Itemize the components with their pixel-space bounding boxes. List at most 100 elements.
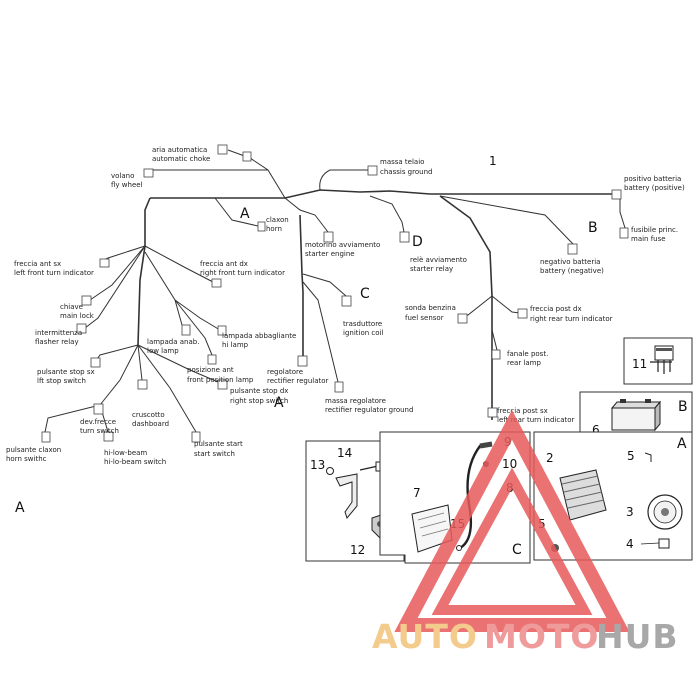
- label-automatic-choke-en: automatic choke: [152, 155, 210, 163]
- left-front-turn-connector: [99, 258, 110, 268]
- turn-switch-connector: [93, 403, 104, 415]
- section-letters: A B C D A A 1: [15, 154, 598, 516]
- label-left-rear-turn-en: left rear turn indicator: [497, 416, 575, 424]
- watermark-hub: HUB: [596, 617, 679, 656]
- label-main-lock-en: main lock: [60, 312, 95, 320]
- label-left-front-turn-it: freccia ant sx: [14, 260, 61, 268]
- right-front-turn-connector: [211, 278, 222, 288]
- part-number-13: 13: [310, 458, 325, 472]
- ignition-coil-connector: [341, 295, 352, 307]
- label-horn-en: horn: [266, 225, 282, 233]
- battery-icon: [610, 399, 662, 432]
- watermark-auto: AUTO: [372, 617, 478, 656]
- label-battery-positive-it: positivo batteria: [624, 175, 681, 183]
- left-rear-turn-connector: [487, 407, 498, 418]
- hi-lamp-connector: [217, 325, 227, 336]
- label-fly-wheel-en: fly wheel: [111, 181, 143, 189]
- choke-connector: [217, 144, 228, 155]
- label-horn-switch-en: horn swithc: [6, 455, 47, 463]
- dashboard-connector: [137, 379, 148, 390]
- label-flasher-relay-en: flasher relay: [35, 338, 79, 346]
- fuel-sensor-connector: [457, 313, 468, 324]
- label-ignition-coil-it: trasduttore: [343, 320, 382, 328]
- label-low-lamp-en: low lamp: [147, 347, 179, 355]
- main-lock-connector: [81, 295, 92, 306]
- horn-connector: [257, 221, 266, 232]
- battery-positive-connector: [611, 189, 622, 200]
- label-rear-lamp-en: rear lamp: [507, 359, 541, 367]
- label-right-stop-switch-it: pulsante stop dx: [230, 387, 288, 395]
- part-number-10: 10: [502, 457, 517, 471]
- label-left-stop-switch-en: lft stop switch: [37, 377, 86, 385]
- label-right-stop-switch-en: right stop switch: [230, 397, 288, 405]
- label-right-front-turn-it: freccia ant dx: [200, 260, 248, 268]
- part-number-4: 4: [626, 537, 634, 551]
- label-battery-positive-en: battery (positive): [624, 184, 685, 192]
- part-number-3: 3: [626, 505, 634, 519]
- label-fly-wheel-it: volano: [111, 172, 134, 180]
- section-letter-c-mid: C: [360, 286, 370, 302]
- label-rear-lamp-it: fanale post.: [507, 350, 548, 358]
- part-number-7: 7: [413, 486, 421, 500]
- part-number-2: 2: [546, 451, 554, 465]
- rear-lamp-connector: [491, 349, 501, 360]
- label-left-stop-switch-it: pulsante stop sx: [37, 368, 95, 376]
- watermark-moto: MOTO: [484, 617, 599, 656]
- label-fuel-sensor-it: sonda benzina: [405, 304, 456, 312]
- label-regulator-ground-it: massa regolatore: [325, 397, 386, 405]
- low-lamp-connector: [181, 324, 191, 336]
- section-letter-b-top: B: [588, 220, 598, 236]
- hi-low-switch-connector: [103, 431, 114, 442]
- main-fuse-connector: [619, 227, 629, 239]
- label-regulator-en: rectifier regulator: [267, 377, 329, 385]
- left-stop-switch-connector: [90, 357, 101, 368]
- label-dashboard-it: cruscotto: [132, 411, 165, 419]
- label-regulator-ground-en: rectifier regulator ground: [325, 406, 413, 414]
- start-switch-connector: [191, 431, 201, 443]
- horn-switch-connector: [41, 431, 51, 443]
- label-battery-negative-en: battery (negative): [540, 267, 604, 275]
- part-number-1: 1: [489, 154, 497, 168]
- section-letter-d-mid: D: [412, 234, 423, 250]
- flasher-relay-connector: [76, 323, 87, 334]
- horn-icon: [640, 452, 683, 549]
- section-letter-b-inset: B: [678, 399, 688, 415]
- label-hi-low-beam-it: hi-low-beam: [104, 449, 147, 457]
- section-letter-a-top: A: [240, 206, 250, 222]
- section-letter-a-mid: A: [274, 395, 284, 411]
- regulator-connector: [297, 355, 308, 367]
- part-number-6: 6: [592, 423, 600, 437]
- label-battery-negative-it: negativo batteria: [540, 258, 600, 266]
- label-starter-engine-it: motorino avviamento: [305, 241, 380, 249]
- label-horn-it: claxon: [266, 216, 289, 224]
- label-front-position-en: front position lamp: [187, 376, 254, 384]
- label-chassis-ground-it: massa telaio: [380, 158, 424, 166]
- inset-regulator-horn: A 2 5 5 3 4: [533, 431, 693, 561]
- label-main-fuse-it: fusibile princ.: [631, 226, 678, 234]
- label-left-front-turn-en: left front turn indicator: [14, 269, 94, 277]
- wire-labels: aria automatica automatic choke volano f…: [6, 146, 685, 466]
- label-start-switch-it: pulsante start: [194, 440, 243, 448]
- label-regulator-it: regolatore: [267, 368, 303, 376]
- label-left-rear-turn-it: freccia post sx: [497, 407, 548, 415]
- part-number-12: 12: [350, 543, 365, 557]
- starter-engine-connector: [323, 231, 334, 243]
- main-harness: [44, 149, 626, 433]
- label-automatic-choke-it: aria automatica: [152, 146, 207, 154]
- label-ignition-coil-en: ignition coil: [343, 329, 383, 337]
- label-main-fuse-en: main fuse: [631, 235, 666, 243]
- chassis-ground-connector: [367, 165, 378, 176]
- label-hi-lamp-en: hi lamp: [222, 341, 249, 349]
- inset-battery: 6 B: [579, 391, 693, 437]
- label-hi-lamp-it: lampada abbagliante: [222, 332, 296, 340]
- label-turn-switch-it: dev.frecce: [80, 418, 116, 426]
- label-starter-relay-en: starter relay: [410, 265, 453, 273]
- label-right-front-turn-en: right front turn indicator: [200, 269, 285, 277]
- choke-connector-2: [242, 151, 252, 162]
- label-starter-engine-en: starter engine: [305, 250, 355, 258]
- front-position-connector: [207, 354, 217, 365]
- flywheel-connector: [143, 168, 154, 178]
- inset-relay: 11: [623, 337, 693, 385]
- right-stop-switch-connector: [217, 379, 228, 390]
